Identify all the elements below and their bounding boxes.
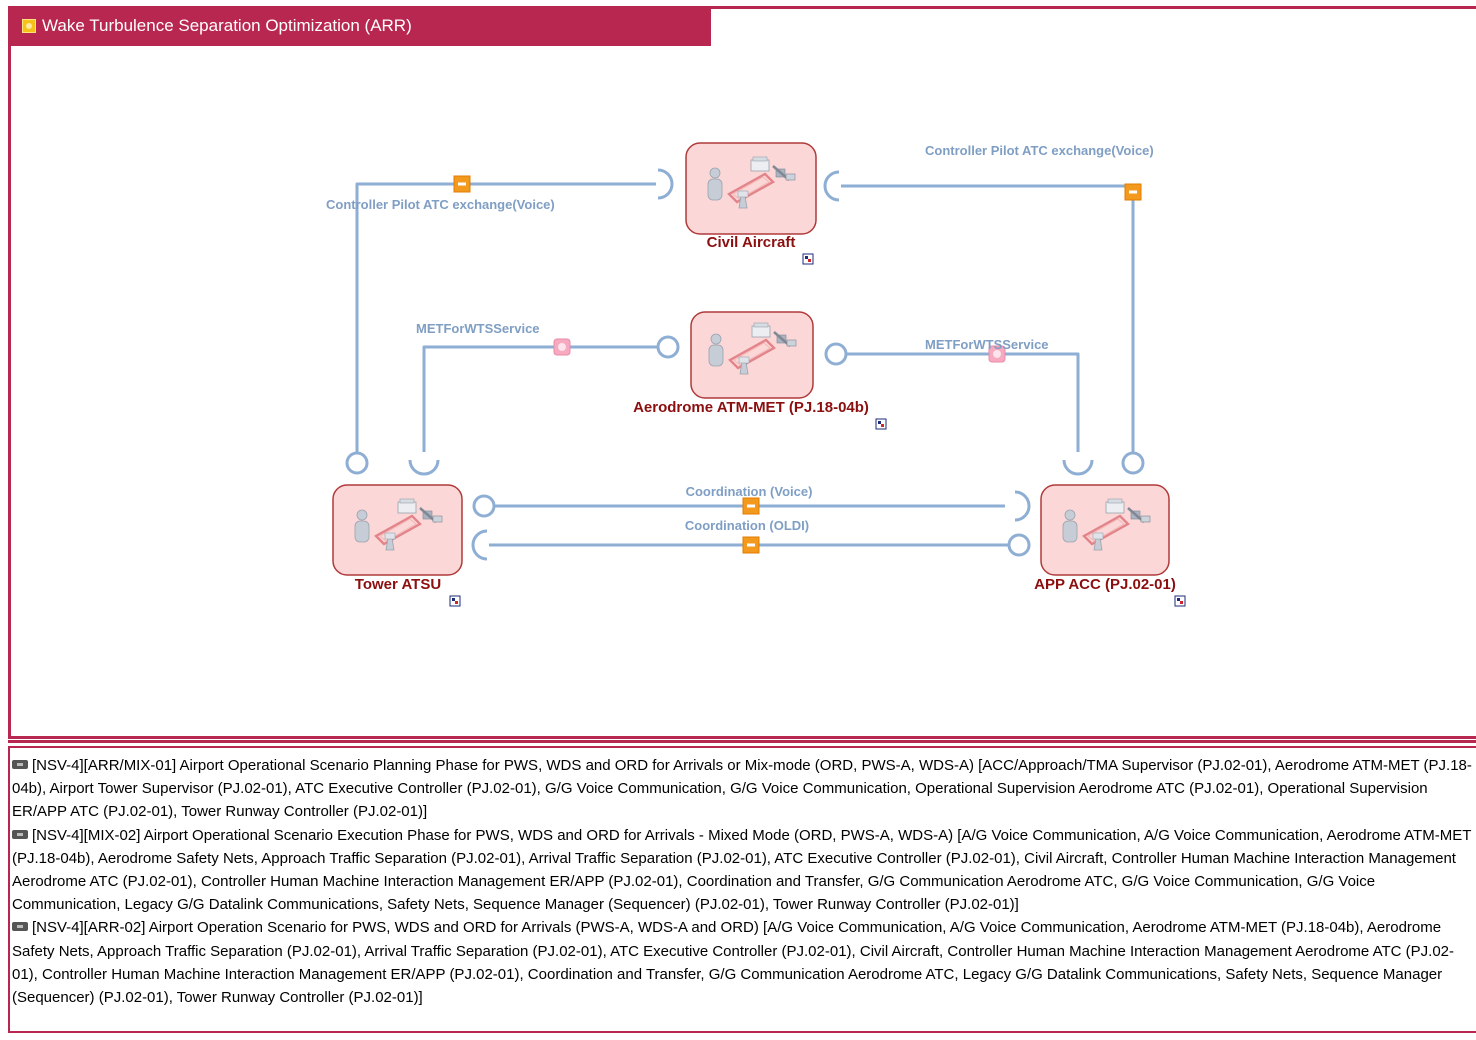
reference-link-icon bbox=[12, 760, 28, 769]
node-label: APP ACC (PJ.02-01) bbox=[1034, 576, 1176, 593]
node-label: Tower ATSU bbox=[355, 576, 441, 593]
port-circle bbox=[1007, 533, 1031, 557]
port-circle bbox=[656, 335, 680, 359]
node-aerodrome-atm-met[interactable]: Aerodrome ATM-MET (PJ.18-04b) bbox=[633, 311, 887, 430]
met-exchange-icon[interactable] bbox=[553, 338, 571, 356]
port-socket bbox=[408, 459, 440, 476]
edge-label: Controller Pilot ATC exchange(Voice) bbox=[326, 197, 555, 212]
port-circle bbox=[824, 342, 848, 366]
exchange-markers bbox=[453, 175, 1142, 554]
port-circle bbox=[345, 451, 369, 475]
met-exchange-icon[interactable] bbox=[988, 345, 1006, 363]
edge-met-right[interactable] bbox=[846, 352, 1080, 452]
references-panel: [NSV-4][ARR/MIX-01] Airport Operational … bbox=[8, 746, 1476, 1033]
edge-label: METForWTSService bbox=[925, 337, 1049, 352]
diagram-canvas: Civil Aircraft Aerodrome ATM-MET (PJ.18-… bbox=[326, 142, 1186, 607]
edge-voice-right[interactable] bbox=[841, 184, 1135, 452]
reference-item[interactable]: [NSV-4][ARR-02] Airport Operation Scenar… bbox=[12, 919, 1455, 1007]
node-civil-aircraft[interactable]: Civil Aircraft bbox=[685, 142, 817, 265]
reference-link-icon bbox=[12, 829, 28, 839]
node-label: Civil Aircraft bbox=[707, 234, 796, 251]
reference-item[interactable]: [NSV-4][ARR/MIX-01] Airport Operational … bbox=[12, 757, 1472, 821]
port-socket bbox=[657, 168, 674, 200]
diagram-title-tab[interactable]: Wake Turbulence Separation Optimization … bbox=[8, 6, 711, 46]
composite-icon[interactable] bbox=[875, 418, 887, 430]
diagram-icon bbox=[22, 19, 36, 33]
diagram-title: Wake Turbulence Separation Optimization … bbox=[42, 16, 412, 35]
voice-exchange-icon[interactable] bbox=[453, 175, 471, 193]
reference-item[interactable]: [NSV-4][MIX-02] Airport Operational Scen… bbox=[12, 826, 1472, 914]
port-socket bbox=[471, 529, 488, 561]
node-tower-atsu[interactable]: Tower ATSU bbox=[332, 484, 463, 607]
composite-icon[interactable] bbox=[802, 253, 814, 265]
node-app-acc[interactable]: APP ACC (PJ.02-01) bbox=[1034, 484, 1186, 607]
port-socket bbox=[1014, 490, 1031, 522]
edge-label: METForWTSService bbox=[416, 321, 540, 336]
node-label: Aerodrome ATM-MET (PJ.18-04b) bbox=[633, 399, 869, 416]
edge-label: Coordination (OLDI) bbox=[685, 518, 809, 533]
edge-met-left[interactable] bbox=[422, 345, 658, 452]
port-circle bbox=[1121, 451, 1145, 475]
oldi-exchange-icon[interactable] bbox=[742, 536, 760, 554]
edge-label: Controller Pilot ATC exchange(Voice) bbox=[925, 143, 1154, 158]
panel-divider bbox=[8, 740, 1476, 743]
port-socket bbox=[1062, 459, 1094, 476]
edge-label: Coordination (Voice) bbox=[686, 484, 813, 499]
port-circle bbox=[472, 494, 496, 518]
composite-icon[interactable] bbox=[1174, 595, 1186, 607]
reference-link-icon bbox=[12, 922, 28, 932]
composite-icon[interactable] bbox=[449, 595, 461, 607]
edge-voice-left[interactable] bbox=[355, 182, 656, 452]
voice-exchange-icon[interactable] bbox=[1124, 183, 1142, 201]
port-socket bbox=[823, 170, 840, 202]
voice-exchange-icon[interactable] bbox=[742, 497, 760, 515]
